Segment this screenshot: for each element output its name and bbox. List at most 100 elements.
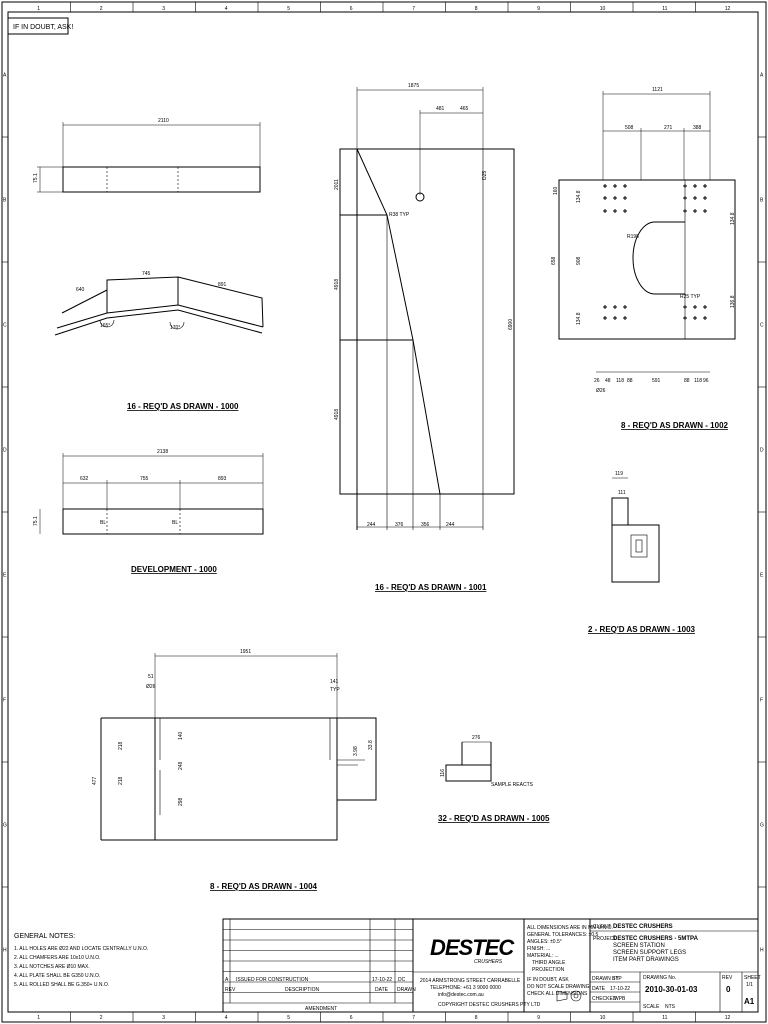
column-label: 12 bbox=[725, 6, 731, 12]
hole-mark bbox=[683, 316, 687, 320]
note-1005: SAMPLE REACTS bbox=[491, 782, 534, 788]
dim-1001-right: 6900 bbox=[508, 319, 514, 330]
warning-text: IF IN DOUBT, ASK! bbox=[13, 24, 73, 31]
hole-mark bbox=[703, 316, 707, 320]
hole-mark bbox=[683, 209, 687, 213]
view-1002-label: 8 - REQ'D AS DRAWN - 1002 bbox=[621, 421, 729, 430]
title-block: A ISSUED FOR CONSTRUCTION 17-10-22 DC RE… bbox=[222, 918, 761, 1013]
dim-1005-w: 276 bbox=[472, 735, 481, 741]
row-label: D bbox=[760, 448, 764, 454]
dim-dev-c: 893 bbox=[218, 476, 227, 482]
dim-1002-t1: 508 bbox=[625, 125, 634, 131]
dim-1001-radius: R38 TYP bbox=[389, 212, 410, 218]
view-1004: 1951 51 Ø26 141 TYP 3.98 477 218 218 140… bbox=[92, 649, 377, 891]
dim-1004-r2: TYP bbox=[330, 687, 340, 693]
view-1001-label: 16 - REQ'D AS DRAWN - 1001 bbox=[375, 583, 487, 592]
view-1003: 119 111 2 - REQ'D AS DRAWN - 1003 bbox=[588, 471, 696, 634]
dim-1002-t3: 388 bbox=[693, 125, 702, 131]
row-label: G bbox=[3, 823, 7, 829]
date-label: DATE bbox=[592, 986, 606, 992]
project-line: SCREEN STATION bbox=[613, 943, 665, 949]
dim-1004-r: 141 bbox=[330, 679, 339, 685]
project-line: SCREEN SUPPORT LEGS bbox=[613, 950, 686, 956]
hole-mark bbox=[623, 209, 627, 213]
dim-1004-v2: 218 bbox=[118, 776, 124, 785]
view-1000-label: 16 - REQ'D AS DRAWN - 1000 bbox=[127, 402, 239, 411]
hole-pattern-1002 bbox=[603, 184, 707, 320]
dim-1004-l: 51 bbox=[148, 674, 154, 680]
row-label: C bbox=[3, 323, 7, 329]
hole-mark bbox=[683, 184, 687, 188]
bend-1000-b: 170° bbox=[170, 325, 180, 331]
column-label: 2 bbox=[100, 6, 103, 12]
rev-description: ISSUED FOR CONSTRUCTION bbox=[236, 977, 309, 983]
column-label: 11 bbox=[662, 1015, 667, 1021]
dim-1002-l3: 908 bbox=[576, 256, 582, 265]
hole-mark bbox=[703, 184, 707, 188]
copyright: COPYRIGHT DESTEC CRUSHERS PTY LTD bbox=[438, 1002, 541, 1008]
dim-1001-b4: 244 bbox=[446, 522, 455, 528]
hole-mark bbox=[603, 305, 607, 309]
tolerance-line: GENERAL TOLERANCES: ±0.5 bbox=[527, 932, 599, 938]
dim-1000-height: 75.1 bbox=[33, 173, 39, 183]
column-label: 9 bbox=[537, 6, 540, 12]
row-label: B bbox=[760, 198, 764, 204]
sheet-size: A1 bbox=[744, 997, 755, 1006]
dim-1002-r2: 136.8 bbox=[730, 295, 736, 308]
dim-1001-left-b: 4918 bbox=[334, 279, 340, 290]
bend-1000-a: 165° bbox=[100, 323, 110, 329]
tolerance-line: THIRD ANGLE bbox=[532, 960, 566, 966]
hole-mark bbox=[693, 209, 697, 213]
dim-1002-rtyp: R25 TYP bbox=[680, 294, 701, 300]
dim-1000-c: 640 bbox=[76, 287, 85, 293]
hole-mark bbox=[613, 209, 617, 213]
column-label: 9 bbox=[537, 1015, 540, 1021]
company-line: info@destec.com.au bbox=[438, 992, 484, 998]
note-item: 4. ALL PLATE SHALL BE G350 U.N.O. bbox=[14, 973, 100, 979]
hole-mark bbox=[623, 184, 627, 188]
logo-text: DESTEC bbox=[430, 935, 515, 960]
dim-1002-b3: 118 bbox=[616, 378, 624, 384]
dim-1002-arc: R198 bbox=[627, 234, 639, 240]
project-label: PROJECT bbox=[593, 936, 616, 942]
dim-1001-left-a: 2011 bbox=[334, 179, 340, 190]
column-label: 4 bbox=[225, 1015, 228, 1021]
view-dev-label: DEVELOPMENT - 1000 bbox=[131, 565, 217, 574]
scale-value: NTS bbox=[665, 1004, 676, 1010]
general-notes: GENERAL NOTES: 1. ALL HOLES ARE Ø22 AND … bbox=[14, 933, 148, 988]
column-label: 8 bbox=[475, 6, 478, 12]
dim-1002-left-total: 658 bbox=[551, 256, 557, 265]
dim-1002-l1: 160 bbox=[553, 186, 559, 195]
view-development-1000: 2138 632 755 893 BL BL 75.1 DEVELOPMENT … bbox=[33, 449, 264, 574]
dim-1002-b4: 88 bbox=[627, 378, 633, 384]
hole-mark bbox=[613, 305, 617, 309]
dim-1002-top: 1121 bbox=[652, 87, 663, 93]
column-label: 1 bbox=[37, 6, 40, 12]
dim-dev-total: 2138 bbox=[157, 449, 168, 455]
drawn-by: STP bbox=[612, 976, 622, 982]
client-label: CLIENT bbox=[593, 924, 611, 930]
dim-dev-b: 755 bbox=[140, 476, 149, 482]
row-label: H bbox=[760, 948, 764, 954]
column-label: 6 bbox=[350, 6, 353, 12]
row-label: E bbox=[3, 573, 7, 579]
dim-1002-l2: 134.8 bbox=[576, 190, 582, 203]
dev-mark-a: BL bbox=[100, 520, 106, 526]
view-1004-label: 8 - REQ'D AS DRAWN - 1004 bbox=[210, 882, 318, 891]
dim-1002-b5: 591 bbox=[652, 378, 661, 384]
hole-mark bbox=[703, 305, 707, 309]
approval-line: CHECK ALL DIMENSIONS bbox=[527, 991, 588, 997]
note-item: 1. ALL HOLES ARE Ø22 AND LOCATE CENTRALL… bbox=[14, 946, 148, 952]
dim-1004-v5: 298 bbox=[178, 797, 184, 806]
dim-1004-h2: 3.98 bbox=[353, 746, 359, 756]
view-1002: 1121 508 271 388 R198 R25 TYP 160 134.8 … bbox=[551, 87, 736, 430]
hole-mark bbox=[623, 196, 627, 200]
dim-1001-left-c: 4918 bbox=[334, 409, 340, 420]
checked-label: CHECKED bbox=[592, 996, 617, 1002]
dim-1004-h3: 33.8 bbox=[368, 740, 374, 750]
hole-mark bbox=[613, 184, 617, 188]
